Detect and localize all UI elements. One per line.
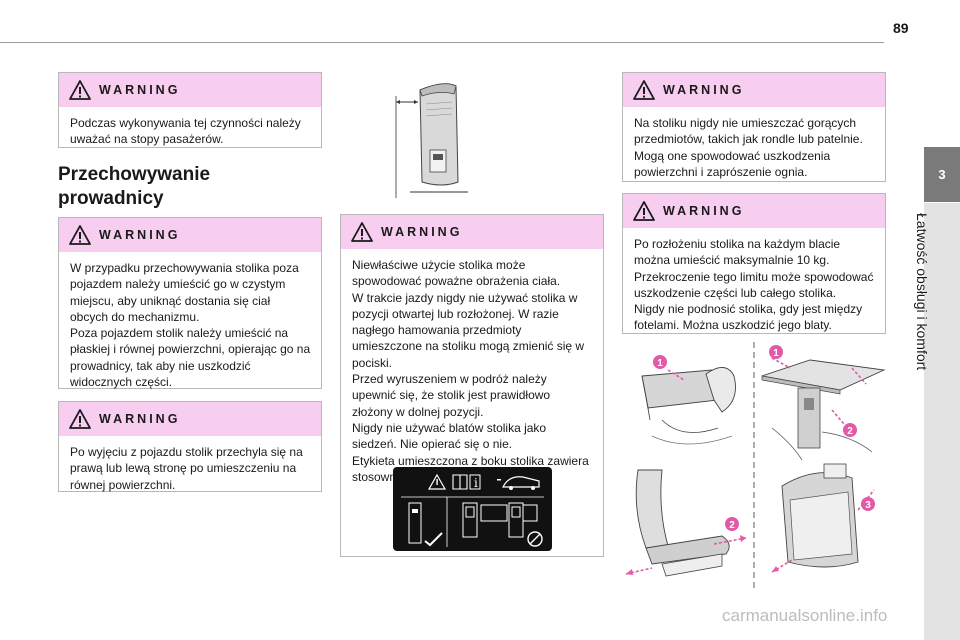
table-unit-drawing: 3 [771, 463, 875, 573]
chapter-tab[interactable]: 3 [924, 147, 960, 202]
warning-triangle-icon [69, 409, 91, 429]
warning-header: WARNING [59, 402, 321, 436]
chapter-title: Łatwość obsługi i komfort [914, 213, 930, 371]
callout-2: 2 [847, 426, 853, 437]
warning-header: WARNING [623, 73, 885, 107]
warning-box-injury: WARNING Niewłaściwe użycie stolika może … [340, 214, 604, 557]
warning-label-image: i [393, 467, 552, 551]
warning-title: WARNING [663, 204, 745, 218]
warning-text: Po rozłożeniu stolika na każdym blacie m… [634, 237, 874, 333]
warning-triangle-icon [351, 222, 373, 242]
callout-1: 1 [773, 348, 779, 359]
callout-2: 2 [729, 520, 735, 531]
warning-title: WARNING [381, 225, 463, 239]
warning-title: WARNING [663, 83, 745, 97]
warning-header: WARNING [623, 194, 885, 228]
warning-title: WARNING [99, 83, 181, 97]
seat-rail-drawing: 2 [625, 469, 747, 577]
warning-triangle-icon [69, 225, 91, 245]
warning-text: Podczas wykonywania tej czynności należy… [70, 116, 301, 147]
section-heading: Przechowywanie prowadnicy [58, 164, 211, 209]
callout-1: 1 [657, 358, 663, 369]
folded-table-drawing: 1 [641, 355, 736, 445]
warning-triangle-icon [69, 80, 91, 100]
warning-text: W przypadku przechowywania stolika poza … [70, 261, 311, 390]
warning-header: WARNING [341, 215, 603, 249]
warning-box-feet: WARNING Podczas wykonywania tej czynnośc… [58, 72, 322, 148]
warning-triangle-icon [633, 80, 655, 100]
warning-box-tilt: WARNING Po wyjęciu z pojazdu stolik prze… [58, 401, 322, 492]
warning-box-storage: WARNING W przypadku przechowywania stoli… [58, 217, 322, 389]
warning-header: WARNING [59, 73, 321, 107]
warning-text: Po wyjęciu z pojazdu stolik przechyla si… [70, 445, 303, 492]
page-number: 89 [893, 20, 909, 36]
warning-header: WARNING [59, 218, 321, 252]
info-icon: i [474, 476, 478, 490]
table-rail-illustration [392, 76, 482, 204]
callout-3: 3 [865, 500, 871, 511]
illustration-grid: 1 1 2 2 [622, 340, 886, 596]
header-rule [0, 42, 884, 43]
chapter-strip [924, 203, 960, 640]
warning-box-max-load: WARNING Po rozłożeniu stolika na każdym … [622, 193, 886, 334]
warning-title: WARNING [99, 228, 181, 242]
warning-box-hot-objects: WARNING Na stoliku nigdy nie umieszczać … [622, 72, 886, 182]
warning-text: Na stoliku nigdy nie umieszczać gorących… [634, 116, 863, 179]
warning-text: Niewłaściwe użycie stolika może spowodow… [352, 258, 589, 484]
deployed-table-drawing: 1 2 [761, 345, 886, 461]
watermark: carmanualsonline.info [722, 606, 888, 625]
warning-title: WARNING [99, 412, 181, 426]
warning-triangle-icon [633, 201, 655, 221]
